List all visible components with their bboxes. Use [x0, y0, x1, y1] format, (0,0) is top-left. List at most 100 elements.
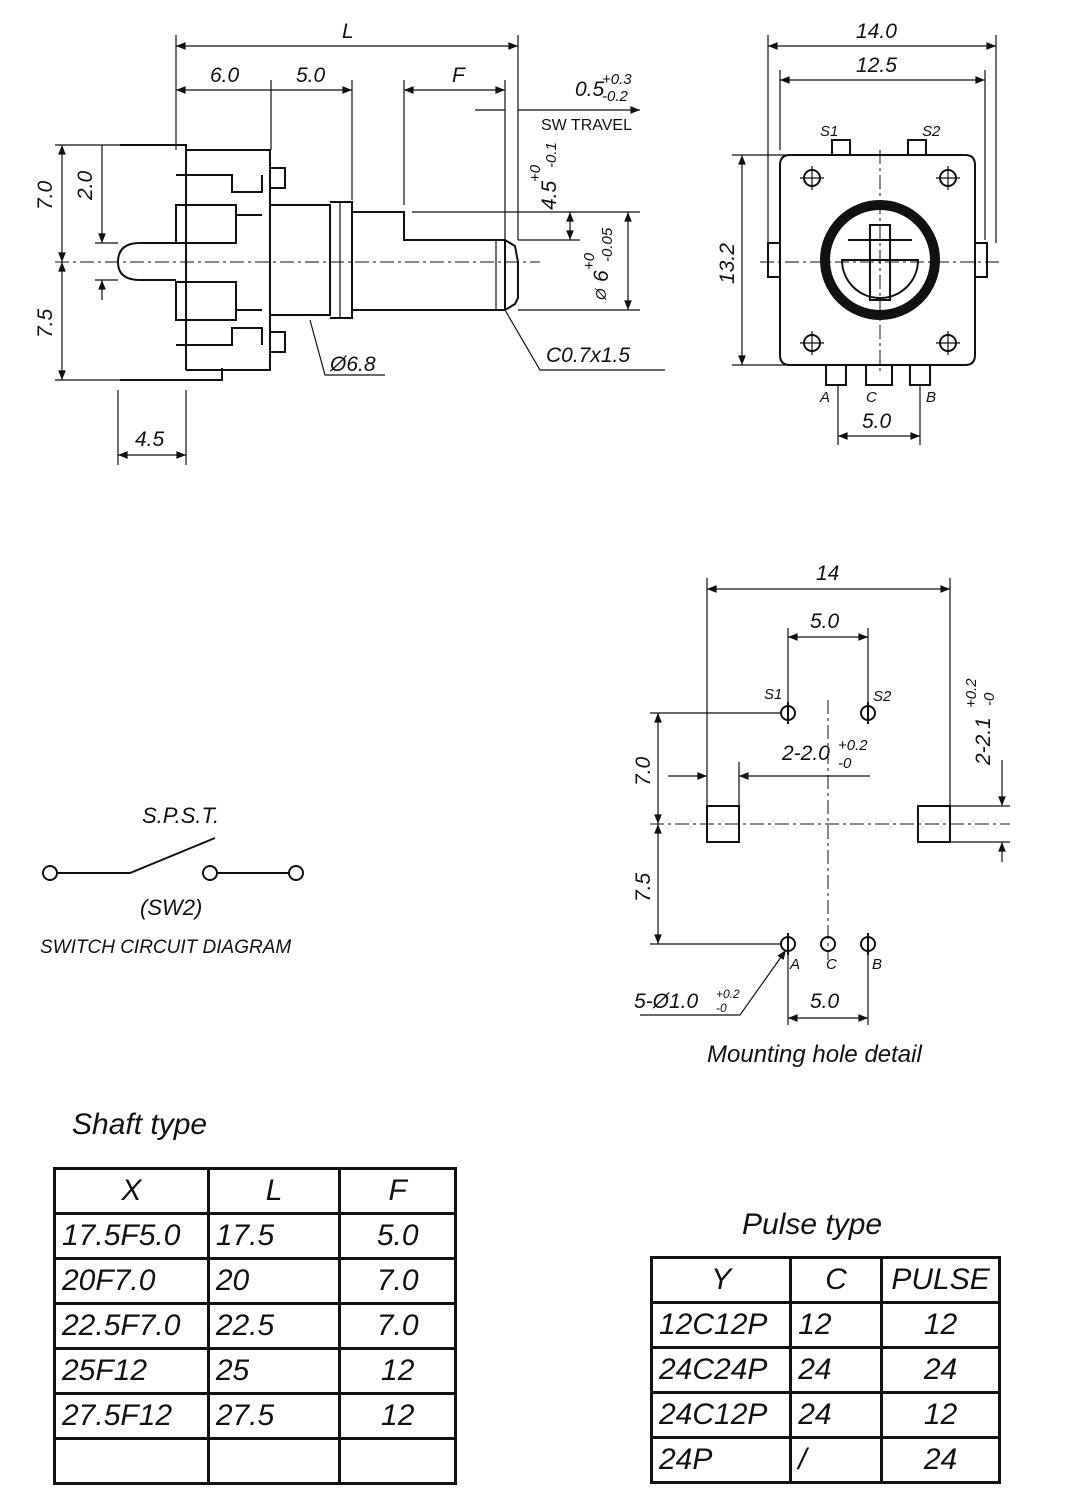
table-cell: 24 — [789, 1391, 884, 1439]
dim-2-2-1: 2-2.1 — [972, 717, 995, 766]
hole-label-c: C — [826, 956, 837, 973]
table-cell: 12 — [338, 1392, 457, 1440]
dim-7-0-mount: 7.0 — [632, 756, 655, 786]
dim-2-2-1-plus: +0.2 — [963, 678, 980, 708]
table-cell: 20F7.0 — [53, 1257, 210, 1305]
mounting-labels: S1 S2 A C B Mounting hole detail — [707, 686, 922, 1068]
switch-terminal-left — [42, 865, 58, 881]
table-cell: 24 — [789, 1346, 884, 1394]
table-cell: 17.5F5.0 — [53, 1212, 210, 1260]
dim-holes-plus: +0.2 — [716, 987, 740, 1001]
table-cell: 5.0 — [338, 1212, 457, 1260]
switch-terminal-mid — [202, 865, 218, 881]
table-cell — [338, 1437, 457, 1485]
table-cell: 12 — [338, 1347, 457, 1395]
table-cell: 12 — [789, 1301, 884, 1349]
table-cell: 7.0 — [338, 1302, 457, 1350]
dim-dia-6-8: Ø6.8 — [329, 353, 376, 376]
table-cell: / — [789, 1436, 884, 1484]
dim-5-0: 5.0 — [296, 64, 326, 87]
mounting-hole-detail: S1 S2 A C B Mounting hole detail 14 5.0 … — [632, 562, 1010, 1068]
mounting-dimensions: 14 5.0 2-2.1 +0.2 -0 2-2.0 +0.2 -0 7.0 7… — [632, 562, 1010, 1025]
front-view-labels: S1 S2 A C B — [819, 123, 941, 406]
dim-12-5: 12.5 — [856, 54, 897, 77]
table-header-cell: F — [338, 1167, 457, 1215]
dim-14-0: 14.0 — [856, 20, 897, 43]
hole-label-s1: S1 — [764, 686, 782, 703]
table-header-cell: X — [53, 1167, 210, 1215]
pin-label-c: C — [866, 389, 877, 406]
pin-label-b: B — [926, 389, 936, 406]
side-view-dimensions: L 6.0 5.0 F 0.5 +0.3 -0.2 SW TRAVEL 7.0 … — [34, 20, 665, 465]
dim-L: L — [342, 20, 354, 43]
dim-holes: 5-Ø1.0 — [634, 990, 699, 1013]
table-header-cell: C — [789, 1256, 884, 1304]
sw-travel-label: SW TRAVEL — [541, 117, 632, 134]
table-cell: 24C24P — [649, 1346, 793, 1394]
dim-6v-plus: +0 — [581, 252, 598, 270]
mounting-holes — [650, 700, 1010, 960]
drawing-sheet: L 6.0 5.0 F 0.5 +0.3 -0.2 SW TRAVEL 7.0 … — [34, 20, 1010, 1068]
dim-6-0: 6.0 — [210, 64, 240, 87]
table-cell: 27.5 — [206, 1392, 342, 1440]
dim-4-5v: 4.5 — [538, 180, 561, 210]
table-cell: 24P — [649, 1436, 793, 1484]
dim-travel-minus: -0.2 — [602, 88, 629, 105]
dim-4-5v-plus: +0 — [527, 164, 544, 182]
switch-contact — [57, 837, 289, 874]
dim-6v: 6 — [590, 270, 613, 282]
mounting-boss-marks — [800, 166, 960, 355]
dim-5-0-top: 5.0 — [810, 610, 840, 633]
spst-label: S.P.S.T. — [142, 803, 219, 828]
dim-2-2-1-minus: -0 — [981, 692, 998, 706]
dim-4-5: 4.5 — [135, 428, 165, 451]
dim-2-2-0: 2-2.0 — [781, 742, 830, 765]
table-cell: 25 — [206, 1347, 342, 1395]
mounting-caption: Mounting hole detail — [707, 1041, 922, 1068]
front-view-dimensions: 14.0 12.5 13.2 5.0 — [716, 20, 997, 445]
phi-symbol: Ø — [593, 287, 610, 301]
table-header-cell: L — [206, 1167, 342, 1215]
front-view-body — [760, 139, 1000, 386]
sw2-label: (SW2) — [140, 895, 202, 920]
pin-label-s1: S1 — [820, 123, 838, 140]
dim-chamfer: C0.7x1.5 — [546, 344, 630, 367]
table-cell: 17.5 — [206, 1212, 342, 1260]
side-view-body — [55, 144, 540, 381]
table-row: 24P/24 — [649, 1436, 1001, 1484]
table-cell: 12 — [880, 1391, 1001, 1439]
hole-label-s2: S2 — [873, 688, 892, 705]
table-header-cell: Y — [649, 1256, 793, 1304]
table-cell: 20 — [206, 1257, 342, 1305]
shaft-type-title: Shaft type — [72, 1108, 208, 1141]
switch-circuit-diagram: S.P.S.T. (SW2) SWITCH CIRCUIT DIAGRAM — [40, 803, 304, 958]
dim-4-5v-minus: -0.1 — [543, 142, 560, 168]
table-row — [53, 1437, 457, 1485]
table-cell: 24 — [880, 1436, 1001, 1484]
dim-13-2: 13.2 — [716, 243, 739, 284]
dim-5-0-front: 5.0 — [862, 410, 892, 433]
dim-7-5: 7.5 — [34, 308, 57, 338]
switch-terminal-right — [288, 865, 304, 881]
front-view: S1 S2 A C B 14.0 12.5 13.2 5.0 — [716, 20, 1000, 445]
table-cell — [206, 1437, 342, 1485]
table-cell: 22.5F7.0 — [53, 1302, 210, 1350]
pin-label-s2: S2 — [922, 123, 941, 140]
dim-2-0: 2.0 — [74, 170, 97, 201]
dim-14-mount: 14 — [816, 562, 839, 585]
dim-holes-minus: -0 — [716, 1001, 727, 1015]
table-cell: 24 — [880, 1346, 1001, 1394]
hole-label-a: A — [789, 956, 800, 973]
table-cell: 22.5 — [206, 1302, 342, 1350]
table-cell: 24C12P — [649, 1391, 793, 1439]
table-cell: 12 — [880, 1301, 1001, 1349]
